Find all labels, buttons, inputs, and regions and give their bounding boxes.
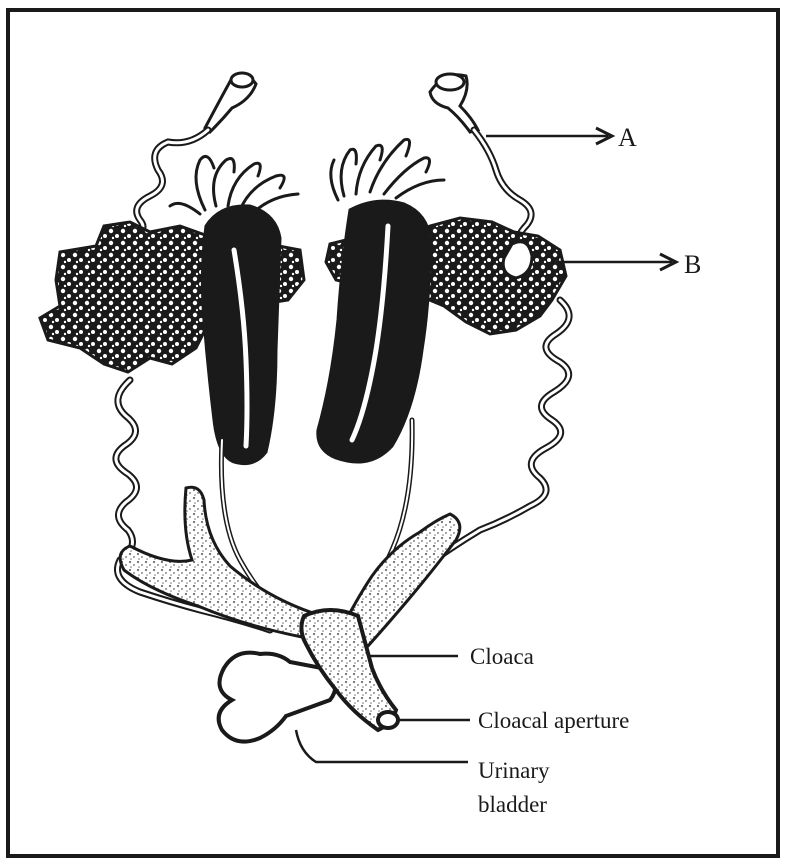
- label-urinary-bladder-line2: bladder: [478, 792, 547, 817]
- leader-line-urinary-bladder: [296, 730, 468, 762]
- label-urinary-bladder-line1: Urinary: [478, 758, 550, 783]
- label-b: B: [684, 250, 701, 279]
- label-cloacal-aperture: Cloacal aperture: [478, 708, 629, 733]
- label-cloaca: Cloaca: [470, 644, 534, 669]
- kidney-left: [202, 206, 280, 464]
- oviduct-funnel-left: [205, 73, 256, 132]
- oviduct-funnel-right: [430, 74, 478, 132]
- label-a: A: [618, 123, 637, 152]
- fat-bodies-right: [331, 139, 444, 200]
